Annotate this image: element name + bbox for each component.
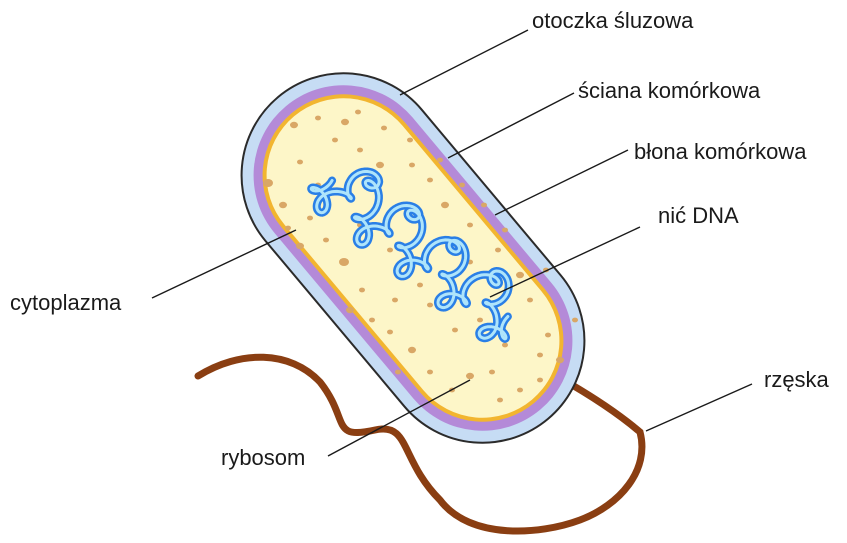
ribosome-dot — [297, 160, 303, 165]
ribosome-dot — [409, 163, 415, 168]
ribosome-dot — [296, 243, 304, 249]
ribosome-dot — [516, 272, 524, 278]
ribosome-dot — [556, 357, 564, 363]
ribosome-dot — [417, 283, 423, 288]
leader-capsule — [400, 30, 528, 95]
ribosome-dot — [369, 318, 375, 323]
ribosome-dot — [459, 183, 465, 188]
leader-cell-wall — [448, 93, 574, 158]
ribosome-dot — [323, 238, 329, 243]
label-cell-wall: ściana komórkowa — [578, 78, 761, 103]
ribosome-dot — [527, 298, 533, 303]
ribosome-dot — [392, 298, 398, 303]
ribosome-dot — [427, 303, 433, 308]
ribosome-dot — [502, 228, 508, 233]
ribosome-dot — [315, 116, 321, 121]
ribosome-dot — [408, 347, 416, 353]
ribosome-dot — [290, 122, 298, 128]
ribosome-dot — [332, 138, 338, 143]
ribosome-dot — [495, 248, 501, 253]
ribosome-dot — [545, 333, 551, 338]
ribosome-dot — [307, 216, 313, 221]
label-cell-membrane: błona komórkowa — [634, 139, 807, 164]
label-cytoplasm: cytoplazma — [10, 290, 122, 315]
ribosome-dot — [285, 226, 291, 231]
leader-cell-membrane — [495, 150, 628, 215]
ribosome-dot — [279, 202, 287, 208]
ribosome-dot — [263, 179, 273, 187]
ribosome-dot — [452, 328, 458, 333]
ribosome-dot — [341, 119, 349, 125]
ribosome-dot — [537, 378, 543, 383]
ribosome-dot — [376, 162, 384, 168]
ribosome-dot — [346, 307, 354, 313]
ribosome-dot — [572, 318, 578, 323]
ribosome-dot — [437, 158, 443, 163]
ribosome-dot — [502, 343, 508, 348]
ribosome-dot — [441, 202, 449, 208]
ribosome-dot — [497, 398, 503, 403]
ribosome-dot — [387, 330, 393, 335]
label-capsule: otoczka śluzowa — [532, 8, 694, 33]
ribosome-dot — [357, 148, 363, 153]
ribosome-dot — [517, 388, 523, 393]
ribosome-dot — [467, 223, 473, 228]
ribosome-dot — [427, 178, 433, 183]
ribosome-dot — [537, 353, 543, 358]
label-dna: nić DNA — [658, 203, 739, 228]
ribosome-dot — [407, 138, 413, 143]
ribosome-dot — [466, 373, 474, 379]
ribosome-dot — [359, 288, 365, 293]
leader-flagellum — [646, 384, 752, 431]
ribosome-dot — [387, 248, 393, 253]
ribosome-dot — [477, 318, 483, 323]
ribosome-dot — [355, 110, 361, 115]
ribosome-dot — [395, 370, 401, 375]
ribosome-dot — [339, 258, 349, 266]
ribosome-dot — [427, 370, 433, 375]
label-ribosome: rybosom — [221, 445, 305, 470]
ribosome-dot — [381, 126, 387, 131]
ribosome-dot — [489, 370, 495, 375]
leader-cytoplasm — [152, 230, 296, 298]
label-flagellum: rzęska — [764, 367, 830, 392]
ribosome-dot — [481, 203, 487, 208]
